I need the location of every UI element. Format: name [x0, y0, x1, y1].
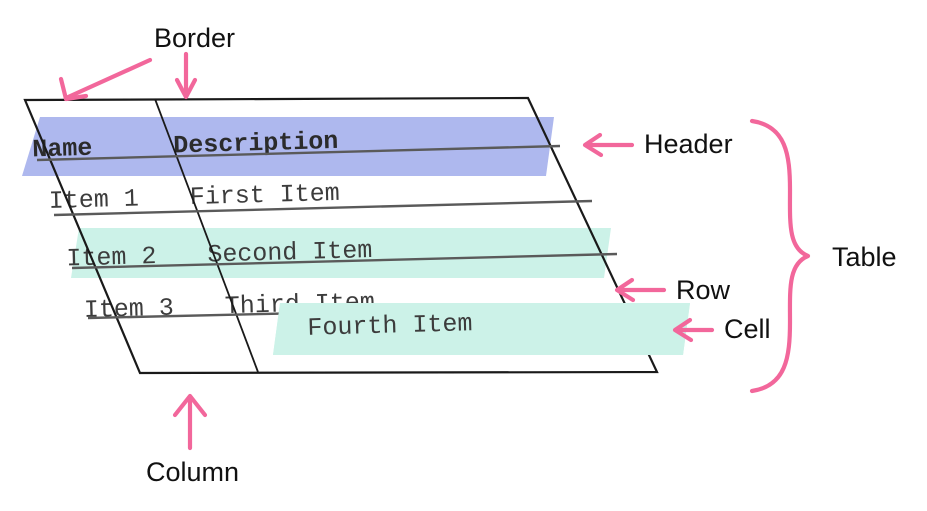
header-arrow [582, 132, 635, 158]
row-1-bottom-rule [53, 199, 593, 217]
row-arrow [614, 277, 667, 303]
table-border-outline [23, 96, 659, 375]
annotation-label-row: Row [676, 275, 731, 305]
column-arrow [172, 393, 208, 451]
header-highlight-band [22, 117, 554, 176]
annotation-label-table: Table [832, 242, 897, 272]
annotation-label-cell: Cell [724, 314, 771, 344]
row-3-bottom-rule [87, 311, 309, 320]
header-bottom-rule [36, 144, 561, 162]
border-arrow-vertical [174, 51, 198, 100]
annotation-label-header: Header [644, 129, 733, 159]
column-divider-line [154, 98, 259, 373]
annotation-label-column: Column [146, 457, 240, 487]
row-2-bottom-rule [71, 252, 618, 270]
annotation-label-border: Border [154, 23, 236, 53]
border-arrow-diagonal [58, 57, 153, 102]
cell-arrow [672, 317, 715, 343]
cell-highlight-band-overlay [273, 303, 690, 355]
table-brace [749, 118, 811, 394]
